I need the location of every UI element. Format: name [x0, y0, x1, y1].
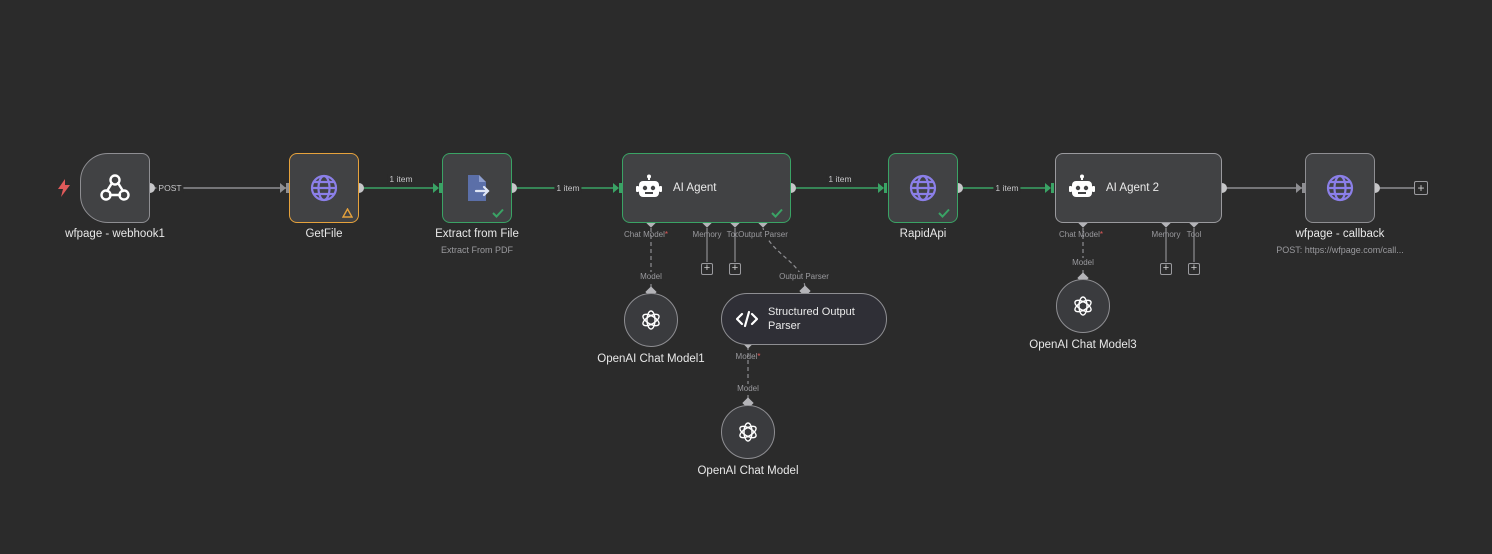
trigger-bolt-icon	[58, 179, 70, 197]
add-tool-button[interactable]: +	[729, 263, 741, 275]
openai-icon	[642, 310, 660, 330]
node-parser-title: Structured Output Parser	[768, 306, 855, 332]
port-label-tool: Tool	[1186, 230, 1202, 239]
globe-icon	[310, 174, 338, 202]
node-rapidapi[interactable]	[888, 153, 958, 223]
success-check-icon	[771, 208, 783, 218]
openai-icon	[739, 422, 757, 442]
node-callback-title: wfpage - callback	[1295, 228, 1385, 240]
node-ai-agent-2[interactable]: AI Agent 2	[1055, 153, 1222, 223]
add-memory-button[interactable]: +	[701, 263, 713, 275]
port-label-chat-model: Chat Model*	[1058, 230, 1104, 239]
node-openai-chat-model[interactable]	[721, 405, 775, 459]
port-label-model: Model	[737, 384, 759, 393]
node-callback[interactable]	[1305, 153, 1375, 223]
robot-icon	[636, 174, 662, 197]
node-openai-chat-model1[interactable]	[624, 293, 678, 347]
warning-icon[interactable]	[342, 208, 353, 218]
node-extract-from-file[interactable]	[442, 153, 512, 223]
port-label-memory: Memory	[1151, 230, 1181, 239]
node-webhook[interactable]	[80, 153, 150, 223]
add-tool-button[interactable]: +	[1188, 263, 1200, 275]
edge-label-rapidapi-agent2: 1 item	[993, 183, 1021, 193]
node-extract-subtitle: Extract From PDF	[440, 245, 514, 255]
webhook-icon	[100, 174, 130, 201]
node-ai-agent-title: AI Agent	[673, 182, 717, 194]
node-getfile-title: GetFile	[305, 228, 343, 240]
add-node-button[interactable]: +	[1414, 181, 1428, 195]
port-label-tool: Tool	[726, 230, 742, 239]
code-icon	[736, 310, 758, 328]
port-label-model: Model	[640, 272, 662, 281]
node-openai0-title: OpenAI Chat Model	[697, 465, 799, 477]
node-openai1-title: OpenAI Chat Model1	[597, 353, 705, 365]
openai-icon	[1074, 296, 1092, 316]
port-label-parser-model: Model*	[735, 352, 761, 361]
node-ai-agent[interactable]: AI Agent	[622, 153, 791, 223]
edge-label-post: POST	[156, 183, 184, 193]
globe-icon	[1326, 174, 1354, 202]
node-ai-agent-2-title: AI Agent 2	[1106, 182, 1160, 194]
file-extract-icon	[468, 175, 490, 201]
edge-label-getfile-extract: 1 item	[387, 174, 415, 184]
node-openai3-title: OpenAI Chat Model3	[1029, 339, 1137, 351]
port-label-model: Model	[1072, 258, 1094, 267]
port-label-chat-model: Chat Model*	[623, 230, 669, 239]
node-getfile[interactable]	[289, 153, 359, 223]
node-openai-chat-model3[interactable]	[1056, 279, 1110, 333]
add-memory-button[interactable]: +	[1160, 263, 1172, 275]
node-webhook-title: wfpage - webhook1	[65, 228, 165, 240]
robot-icon	[1069, 174, 1095, 197]
port-label-parser-input: Output Parser	[779, 272, 829, 281]
node-structured-output-parser[interactable]: Structured Output Parser	[721, 293, 887, 345]
success-check-icon	[492, 208, 504, 218]
edge-label-agent1-rapidapi: 1 item	[826, 174, 854, 184]
edge-label-extract-agent1: 1 item	[554, 183, 582, 193]
node-rapidapi-title: RapidApi	[899, 228, 947, 240]
port-label-memory: Memory	[692, 230, 722, 239]
success-check-icon	[938, 208, 950, 218]
node-extract-title: Extract from File	[435, 228, 519, 240]
port-label-output-parser: Output Parser	[738, 230, 788, 239]
node-callback-subtitle: POST: https://wfpage.com/call...	[1276, 245, 1404, 255]
globe-icon	[909, 174, 937, 202]
